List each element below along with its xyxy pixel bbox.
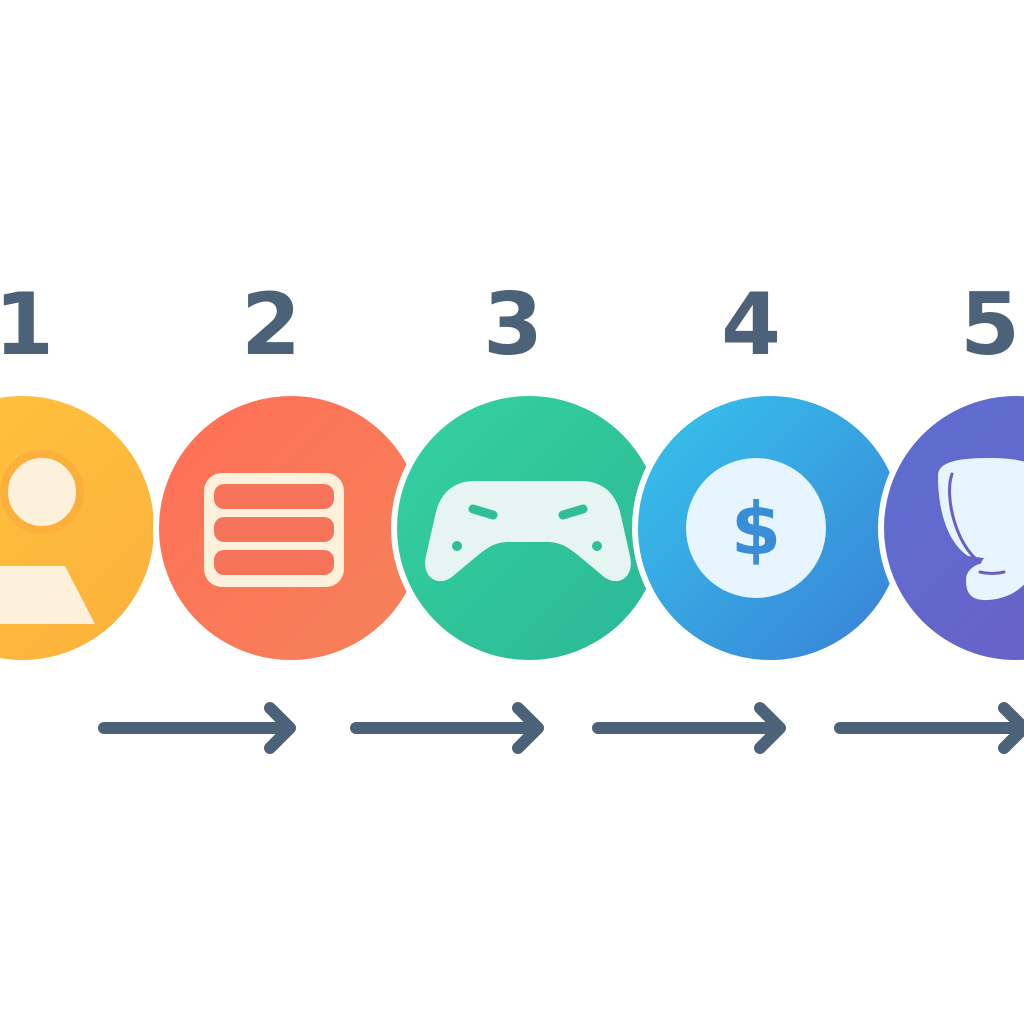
step-circle-4: $ [632,390,908,666]
step-circle-3 [391,390,667,666]
svg-text:$: $ [731,487,781,571]
arrow-2-to-3 [350,702,544,754]
step-number-3: 3 [483,275,543,375]
step-circle-2 [153,390,429,666]
list-icon [204,473,344,587]
step-circle-1 [0,390,160,666]
step-number-2: 2 [241,275,301,375]
step-number-5: 5 [960,275,1020,375]
arrow-1-to-2 [98,702,296,754]
step-circle-5 [878,390,1024,666]
gamepad-icon [425,481,631,582]
trophy-icon [938,458,1024,601]
step-number-4: 4 [721,275,781,375]
arrow-4-to-5 [834,702,1024,754]
user-icon [0,450,95,624]
arrow-3-to-4 [592,702,786,754]
step-number-1: 1 [0,275,54,375]
dollar-coin-icon: $ [686,458,826,598]
